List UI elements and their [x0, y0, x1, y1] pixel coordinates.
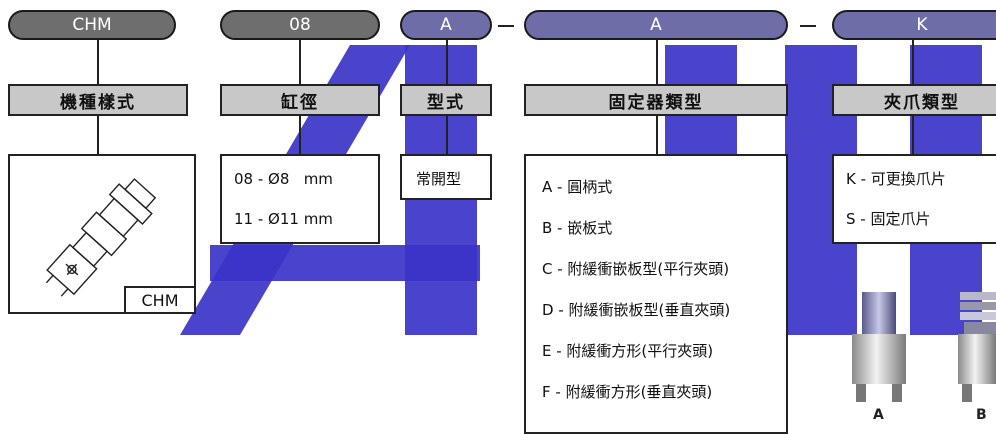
connector [656, 116, 658, 154]
mount-box: A - 圓柄式 B - 嵌板式 C - 附緩衝嵌板型(平行夾頭) D - 附緩衝… [524, 154, 788, 434]
bore-box: 08 - Ø8 mm 11 - Ø11 mm [220, 154, 380, 244]
photo-label-b: B [976, 407, 987, 423]
mount-option: B - 嵌板式 [542, 219, 613, 237]
code-series: CHM [72, 15, 112, 35]
mount-option: A - 圓柄式 [542, 178, 613, 196]
jaw-option: K - 可更換爪片 [846, 170, 946, 188]
code-jaw: K [916, 15, 928, 35]
mount-option: F - 附緩衝方形(垂直夾頭) [542, 383, 713, 401]
code-mount-pill: A [524, 10, 788, 40]
mount-option: E - 附緩衝方形(平行夾頭) [542, 342, 714, 360]
action-option: 常開型 [416, 170, 462, 188]
connector [299, 116, 301, 154]
jaw-option: S - 固定爪片 [846, 210, 931, 228]
connector [446, 40, 448, 84]
connector [97, 116, 99, 154]
mount-option: C - 附緩衝嵌板型(平行夾頭) [542, 260, 730, 278]
code-series-pill: CHM [8, 10, 176, 40]
connector [97, 40, 99, 84]
mount-option: D - 附緩衝嵌板型(垂直夾頭) [542, 301, 731, 319]
connector [299, 40, 301, 84]
code-bore: 08 [289, 15, 311, 35]
separator-dash [498, 25, 514, 27]
header-series: 機種樣式 [8, 84, 188, 116]
code-mount: A [650, 15, 662, 35]
header-action: 型式 [400, 84, 492, 116]
jaw-photo-b [958, 292, 996, 402]
action-box: 常開型 [400, 154, 492, 200]
connector [446, 116, 448, 154]
connector [656, 40, 658, 84]
separator-dash [800, 25, 816, 27]
series-box: CHM [8, 154, 196, 314]
header-mount: 固定器類型 [524, 84, 788, 116]
code-action-pill: A [400, 10, 492, 40]
connector [912, 116, 914, 154]
jaw-box: K - 可更換爪片 S - 固定爪片 [832, 154, 996, 244]
bore-option: 08 - Ø8 mm [234, 170, 333, 188]
code-bore-pill: 08 [220, 10, 380, 40]
code-jaw-pill: K [832, 10, 996, 40]
header-bore: 缸徑 [220, 84, 380, 116]
jaw-photo-a [852, 292, 906, 402]
gripper-drawing [45, 178, 157, 297]
code-action: A [440, 15, 452, 35]
model-label: CHM [124, 286, 196, 314]
header-jaw: 夾爪類型 [832, 84, 996, 116]
bore-option: 11 - Ø11 mm [234, 210, 333, 228]
connector [912, 40, 914, 84]
photo-label-a: A [873, 407, 884, 423]
